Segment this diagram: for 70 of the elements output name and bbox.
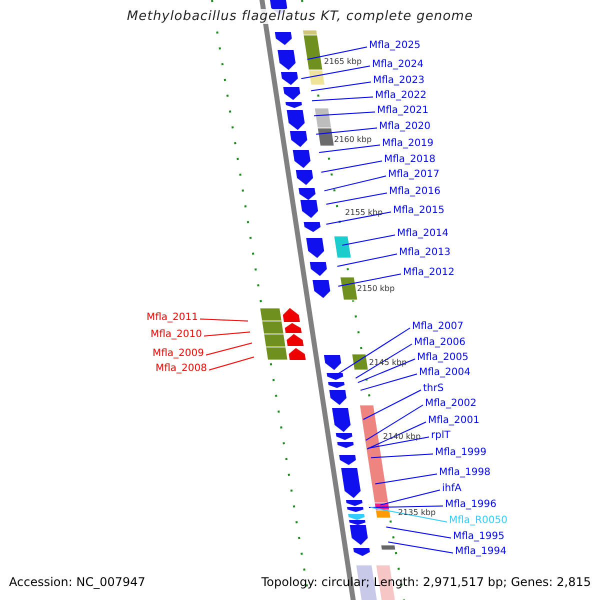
gene-label: Mfla_2020 [379, 121, 431, 133]
leader-line [324, 176, 386, 192]
gene-label: Mfla_2025 [369, 40, 421, 52]
scale-label: 2165 kbp [324, 57, 362, 67]
leader-line [386, 526, 452, 538]
leader-line [326, 212, 392, 225]
gene-label: ihfA [442, 483, 462, 495]
gene-label: Mfla_2008 [155, 363, 207, 375]
accession-text: Accession: NC_007947 [9, 575, 146, 589]
gene-label: Mfla_2006 [414, 337, 466, 349]
gene-label: Mfla_2001 [428, 415, 480, 427]
gene-label: Mfla_R0050 [449, 515, 508, 527]
gene-label: Mfla_2014 [397, 228, 449, 240]
leader-line [360, 374, 418, 391]
leader-line [337, 328, 410, 375]
gene-label: Mfla_2013 [399, 247, 451, 259]
gene-label: Mfla_2004 [419, 367, 471, 379]
genome-info-text: Topology: circular; Length: 2,971,517 bp; Genes: 2,815 [261, 575, 591, 589]
gene-label: Mfla_1996 [445, 499, 497, 511]
gene-label: Mfla_2010 [150, 329, 202, 341]
leader-line [314, 112, 376, 116]
gene-label: Mfla_2023 [373, 75, 425, 87]
leader-line [380, 490, 440, 506]
scale-label: 2150 kbp [357, 284, 395, 294]
leader-line [357, 358, 416, 384]
leader-line [204, 332, 250, 336]
leader-line [316, 128, 378, 135]
leader-line [366, 422, 426, 450]
leader-line [388, 542, 454, 554]
leader-line [368, 506, 444, 508]
gene-label: Mfla_2016 [389, 186, 441, 198]
gene-label: Mfla_1998 [439, 467, 491, 479]
gene-label: rplT [431, 430, 450, 442]
gene-label: Mfla_2024 [372, 59, 424, 71]
leader-line [374, 474, 438, 484]
leader-line [200, 318, 248, 322]
leader-line [208, 356, 254, 370]
leader-line [310, 82, 372, 92]
leader-line [336, 254, 398, 267]
scale-label: 2160 kbp [334, 135, 372, 145]
leader-line [338, 274, 402, 287]
gene-label: Mfla_2018 [384, 154, 436, 166]
gene-label: Mfla_2005 [417, 352, 469, 364]
leader-line [320, 160, 382, 173]
gene-label: Mfla_2012 [403, 267, 455, 279]
gene-label: Mfla_2009 [152, 348, 204, 360]
leader-line [342, 234, 396, 246]
leader-line [312, 96, 374, 102]
gene-label: Mfla_2021 [377, 105, 429, 117]
leader-line [206, 342, 252, 356]
gene-label: Mfla_2022 [375, 90, 427, 102]
leader-line [370, 506, 448, 522]
leader-line [318, 144, 380, 153]
leader-line [370, 454, 434, 458]
gene-label: Mfla_2017 [388, 169, 440, 181]
leader-line [362, 390, 422, 420]
gene-label: Mfla_1995 [453, 531, 505, 543]
gene-label: Mfla_2019 [382, 138, 434, 150]
gene-label: Mfla_2002 [425, 398, 477, 410]
gene-label: Mfla_2007 [412, 321, 464, 333]
gene-label: Mfla_1994 [455, 546, 507, 558]
leader-line [365, 404, 424, 441]
leader-line [306, 46, 368, 60]
leader-line [300, 66, 370, 80]
gene-label: Mfla_2015 [393, 205, 445, 217]
gene-label: Mfla_2011 [146, 312, 198, 324]
gene-label: thrS [423, 383, 444, 395]
leader-line [326, 192, 388, 205]
leader-line [355, 344, 412, 379]
gene-label: Mfla_1999 [435, 447, 487, 459]
